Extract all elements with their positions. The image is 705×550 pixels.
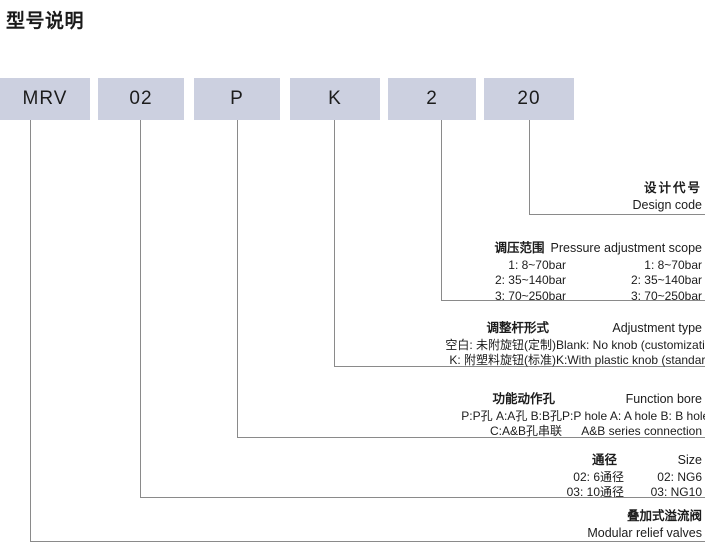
desc-pressure-row: 3: 70~250bar 3: 70~250bar [428,289,702,305]
model-code-row: MRV 02 P K 2 20 [0,78,705,120]
desc-adjustment-row-cn: K: 附塑料旋钮(标准) [449,353,556,368]
desc-function-bore-row-en: A&B series connection [581,424,702,439]
desc-size-row: 03: 10通径 03: NG10 [517,485,702,501]
page-title: 型号说明 [6,11,85,32]
leader-vline-function-bore [237,120,238,438]
leader-vline-design-code [529,120,530,215]
desc-adjustment-row-en: Blank: No knob (customization) [556,337,705,352]
desc-pressure-row-en: 2: 35~140bar [630,273,702,288]
desc-size-row-cn: 03: 10通径 [566,485,624,500]
code-box-adjustment-type: K [290,78,380,120]
leader-hline-product [30,541,705,542]
desc-product-en: Modular relief valves [587,525,702,540]
desc-adjustment-row: K: 附塑料旋钮(标准) K:With plastic knob (standa… [381,353,705,369]
desc-function-bore: 功能动作孔 Function bore P:P孔 A:A孔 B:B孔 P:P h… [365,391,705,440]
leader-vline-product [30,120,31,542]
desc-pressure-row-cn: 3: 70~250bar [494,289,566,304]
desc-size-cn-title: 通径 [591,453,617,467]
code-box-size: 02 [98,78,184,120]
desc-adjustment-row-cn: 空白: 未附旋钮(定制) [445,337,556,352]
desc-size-en-title: Size [677,453,702,467]
desc-pressure-row: 1: 8~70bar 1: 8~70bar [428,258,702,274]
desc-function-bore-en-title: Function bore [625,392,702,406]
desc-size: 通径 Size 02: 6通径 02: NG6 03: 10通径 03: NG1… [517,452,702,501]
desc-function-bore-row-cn: C:A&B孔串联 [489,424,562,439]
code-box-function-bore: P [194,78,280,120]
desc-function-bore-row: P:P孔 A:A孔 B:B孔 P:P hole A: A hole B: B h… [365,408,705,425]
desc-pressure-row-en: 3: 70~250bar [630,289,702,304]
desc-size-row-cn: 02: 6通径 [573,469,624,484]
desc-adjustment-heading: 调整杆形式 Adjustment type [381,320,702,337]
desc-size-row-en: 03: NG10 [650,485,702,500]
desc-design-code: 设计代号 Design code [633,180,703,213]
leader-vline-size [140,120,141,498]
desc-pressure-heading: 调压范围 Pressure adjustment scope [428,240,702,257]
desc-adjustment-type: 调整杆形式 Adjustment type 空白: 未附旋钮(定制) Blank… [381,320,705,369]
desc-product-cn: 叠加式溢流阀 [626,509,702,523]
desc-pressure-cn-title: 调压范围 [494,241,545,255]
desc-pressure-scope: 调压范围 Pressure adjustment scope 1: 8~70ba… [428,240,702,305]
desc-size-row-en: 02: NG6 [657,469,702,484]
desc-pressure-row-cn: 2: 35~140bar [494,273,566,288]
desc-function-bore-cn-title: 功能动作孔 [492,392,555,406]
desc-function-bore-row-en: P:P hole A: A hole B: B hole [562,408,705,423]
desc-adjustment-row: 空白: 未附旋钮(定制) Blank: No knob (customizati… [381,337,705,354]
desc-product-name: 叠加式溢流阀 Modular relief valves [587,508,702,541]
desc-adjustment-en-title: Adjustment type [612,321,702,335]
code-box-design-code: 20 [484,78,574,120]
desc-pressure-row: 2: 35~140bar 2: 35~140bar [428,273,702,289]
desc-design-code-en: Design code [632,197,703,212]
leader-hline-design-code [529,214,705,215]
code-box-mrv: MRV [0,78,90,120]
desc-pressure-row-cn: 1: 8~70bar [508,257,566,272]
desc-adjustment-row-en: K:With plastic knob (standard) [556,353,705,368]
desc-pressure-en-title: Pressure adjustment scope [550,241,702,255]
desc-function-bore-row-cn: P:P孔 A:A孔 B:B孔 [461,408,562,423]
desc-function-bore-heading: 功能动作孔 Function bore [365,391,702,408]
desc-size-row: 02: 6通径 02: NG6 [517,470,702,486]
code-box-pressure-scope: 2 [388,78,476,120]
desc-size-heading: 通径 Size [517,452,702,469]
leader-vline-adjustment [334,120,335,367]
desc-adjustment-cn-title: 调整杆形式 [486,321,549,335]
desc-function-bore-row: C:A&B孔串联 A&B series connection [365,424,702,440]
desc-design-code-cn: 设计代号 [643,181,702,195]
desc-pressure-row-en: 1: 8~70bar [644,257,702,272]
